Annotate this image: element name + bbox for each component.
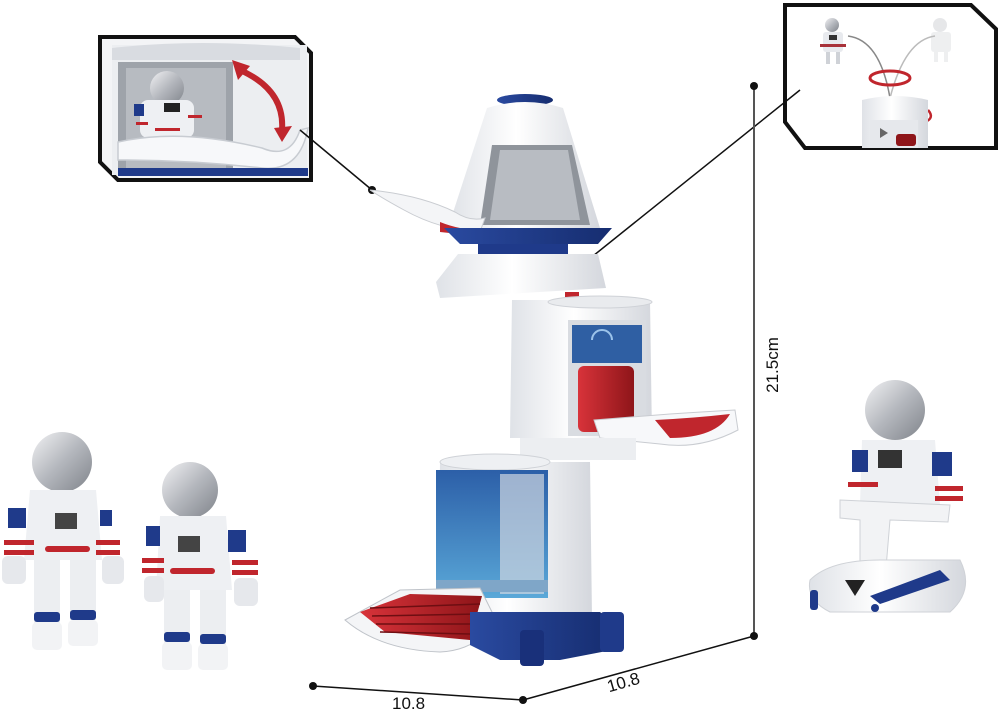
height-dimension-label: 21.5cm bbox=[762, 337, 782, 393]
astronaut-figure-2 bbox=[142, 462, 258, 670]
capsule-hatch-inset bbox=[98, 35, 313, 182]
spinning-astronaut-inset bbox=[783, 3, 998, 150]
callout-line-1 bbox=[299, 129, 373, 191]
width-dimension-label: 10.8 bbox=[392, 694, 426, 713]
space-station-tower bbox=[344, 94, 739, 666]
astronaut-figure-1 bbox=[2, 432, 124, 650]
callout-line-2 bbox=[577, 89, 801, 269]
dimension-lines bbox=[309, 82, 758, 704]
astronaut-on-scooter bbox=[808, 380, 967, 613]
